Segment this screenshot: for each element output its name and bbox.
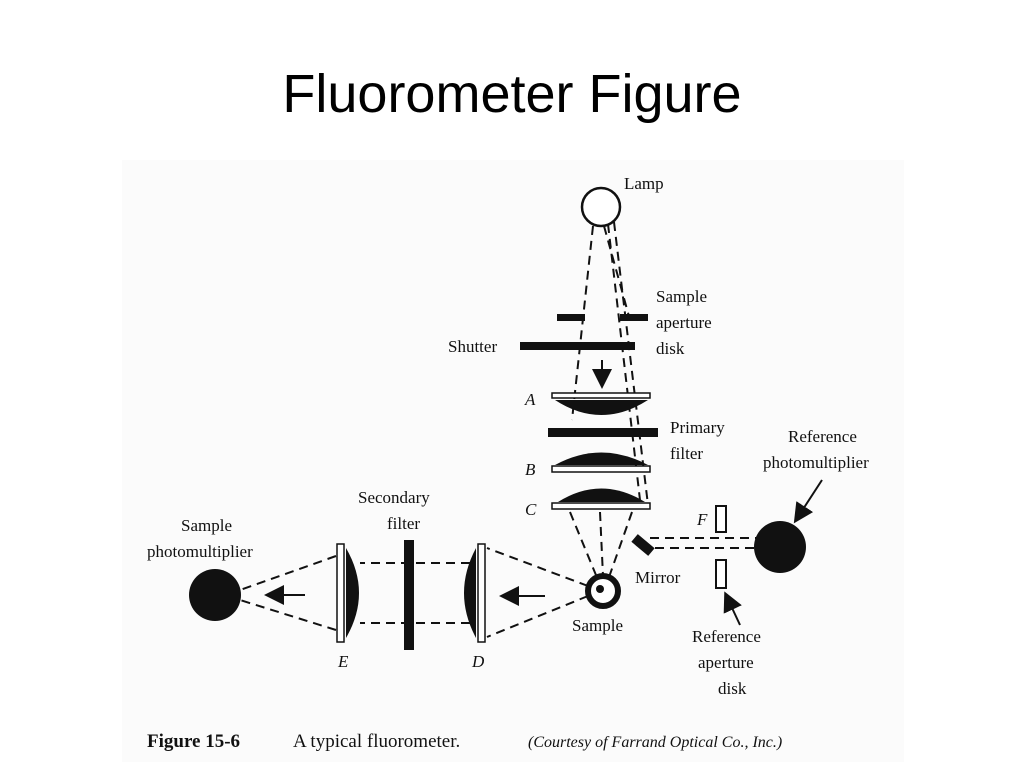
converge-ray-1 <box>569 511 599 581</box>
lens-e-label: E <box>337 652 349 671</box>
excitation-ray-left <box>571 225 594 421</box>
lens-d-label: D <box>471 652 485 671</box>
sample-aperture-label-1: Sample <box>656 287 707 306</box>
f-label: F <box>696 510 708 529</box>
final-ray-lower <box>239 599 337 631</box>
sample-aperture-label-3: disk <box>656 339 685 358</box>
lens-d <box>464 548 476 638</box>
reference-photomultiplier-label-1: Reference <box>788 427 857 446</box>
lens-a <box>555 400 648 415</box>
sample-photomultiplier-label-1: Sample <box>181 516 232 535</box>
figure-number: Figure 15-6 <box>147 731 240 752</box>
slide-title: Fluorometer Figure <box>282 64 742 124</box>
excitation-ray-right-2 <box>613 221 649 506</box>
shutter-bar <box>520 342 635 350</box>
reference-aperture-label-3: disk <box>718 679 747 698</box>
secondary-filter-label-2: filter <box>387 514 420 533</box>
lamp-label: Lamp <box>624 174 664 193</box>
lamp-circle <box>580 186 622 228</box>
sample-cuvette-core <box>596 585 604 593</box>
lens-e <box>346 548 359 638</box>
sample-label: Sample <box>572 616 623 635</box>
emission-ray-to-d-lower <box>486 595 589 638</box>
emission-ray-to-d-upper <box>486 547 589 587</box>
lens-d-plate <box>477 543 486 643</box>
reference-photomultiplier <box>754 521 806 573</box>
lens-b <box>555 452 648 465</box>
excitation-ray-center <box>603 225 631 321</box>
reference-aperture-label-1: Reference <box>692 627 761 646</box>
f-aperture <box>715 505 727 533</box>
lens-e-plate <box>336 543 345 643</box>
lens-a-plate <box>551 392 651 399</box>
reference-photomultiplier-label-2: photomultiplier <box>763 453 869 472</box>
lens-a-label: A <box>524 390 536 409</box>
lens-b-label: B <box>525 460 536 479</box>
primary-filter-label-2: filter <box>670 444 703 463</box>
primary-filter-label-1: Primary <box>670 418 725 437</box>
converge-ray-3 <box>607 511 633 581</box>
secondary-filter <box>404 540 414 650</box>
sample-photomultiplier-label-2: photomultiplier <box>147 542 253 561</box>
figure-caption: A typical fluorometer. <box>293 731 460 752</box>
sample-aperture-disk-right <box>620 314 648 321</box>
converge-ray-2 <box>599 511 604 577</box>
lens-b-plate <box>551 465 651 473</box>
sample-aperture-disk-left <box>557 314 585 321</box>
reference-aperture-disk <box>715 559 727 589</box>
primary-filter <box>548 428 658 437</box>
figure-panel <box>122 160 904 762</box>
mirror <box>631 534 655 556</box>
sample-photomultiplier <box>189 569 241 621</box>
lens-c-plate <box>551 502 651 510</box>
excitation-ray-right-1 <box>607 223 641 501</box>
reference-aperture-pointer <box>723 591 742 626</box>
reference-photomultiplier-pointer <box>793 479 823 524</box>
lens-c-label: C <box>525 500 537 519</box>
lens-c <box>558 488 645 502</box>
figure-credit: (Courtesy of Farrand Optical Co., Inc.) <box>528 734 782 751</box>
shutter-label: Shutter <box>448 337 497 356</box>
final-ray-upper <box>239 555 337 591</box>
reference-aperture-label-2: aperture <box>698 653 754 672</box>
mirror-label: Mirror <box>635 568 681 587</box>
secondary-filter-label-1: Secondary <box>358 488 430 507</box>
sample-aperture-label-2: aperture <box>656 313 712 332</box>
